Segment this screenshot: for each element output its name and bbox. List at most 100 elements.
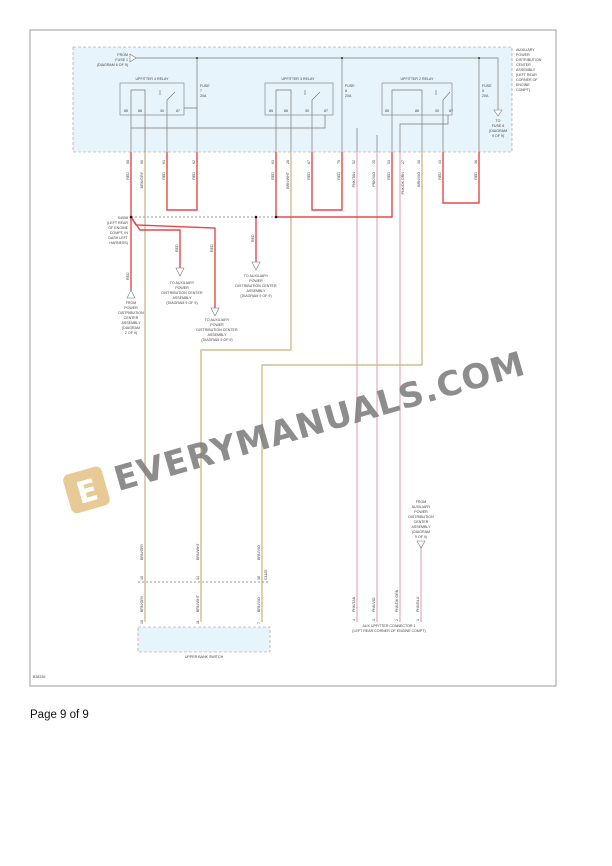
svg-text:FROM: FROM: [126, 301, 137, 305]
svg-text:RED: RED: [387, 172, 391, 180]
svg-text:BRN/WHT: BRN/WHT: [196, 542, 200, 560]
svg-text:RED: RED: [162, 172, 166, 180]
svg-text:(DIAGRAM 9 OF 9): (DIAGRAM 9 OF 9): [201, 338, 232, 342]
svg-text:BRN/WHT: BRN/WHT: [196, 594, 200, 612]
page-number: Page 9 of 9: [30, 709, 89, 721]
svg-text:RED: RED: [474, 172, 478, 180]
svg-text:CORNER OF: CORNER OF: [516, 78, 538, 82]
svg-text:87: 87: [449, 109, 453, 113]
svg-text:POWER: POWER: [175, 286, 189, 290]
svg-text:PNK/VIO: PNK/VIO: [372, 172, 376, 187]
svg-text:C1125: C1125: [264, 570, 268, 580]
svg-text:COMPT, IN: COMPT, IN: [110, 231, 129, 235]
svg-text:61: 61: [162, 160, 166, 164]
svg-text:52: 52: [352, 160, 356, 164]
svg-text:RED: RED: [307, 172, 311, 180]
internal-wiring: [130, 115, 444, 152]
svg-text:20A: 20A: [482, 94, 489, 98]
power-bus: [136, 57, 499, 110]
svg-text:(DIAGRAM: (DIAGRAM: [489, 129, 507, 133]
svg-text:4: 4: [352, 619, 356, 621]
svg-text:85: 85: [385, 109, 389, 113]
svg-text:DISTRIBUTION: DISTRIBUTION: [118, 311, 144, 315]
svg-text:30: 30: [435, 109, 439, 113]
wire-label: RED: [126, 272, 130, 280]
svg-text:38: 38: [257, 576, 261, 580]
svg-text:58: 58: [126, 160, 130, 164]
svg-text:POWER: POWER: [249, 279, 263, 283]
svg-text:BRN/VIO: BRN/VIO: [257, 597, 261, 612]
svg-text:UPFITTER 2 RELAY: UPFITTER 2 RELAY: [400, 77, 434, 81]
svg-text:85: 85: [269, 109, 273, 113]
svg-text:BRN/GRY: BRN/GRY: [140, 543, 144, 560]
svg-text:3: 3: [372, 619, 376, 621]
svg-text:BRN/VIO: BRN/VIO: [257, 545, 261, 560]
svg-text:UPFITTER 4 RELAY: UPFITTER 4 RELAY: [135, 77, 169, 81]
svg-text:FUSE 1: FUSE 1: [115, 58, 128, 62]
svg-text:DISTRIBUTION: DISTRIBUTION: [516, 58, 542, 62]
svg-text:PNK/BLU: PNK/BLU: [416, 596, 420, 612]
svg-text:87: 87: [324, 109, 328, 113]
svg-text:FROM: FROM: [117, 53, 128, 57]
svg-text:20A: 20A: [345, 94, 352, 98]
svg-text:FUSE 6: FUSE 6: [492, 124, 505, 128]
svg-text:UPPER BANK SWITCH: UPPER BANK SWITCH: [185, 655, 224, 659]
svg-text:40: 40: [140, 576, 144, 580]
svg-text:86: 86: [284, 109, 288, 113]
inline-connector: BRN/GRY BRN/WHT BRN/VIO 40 34 38 C1125 B…: [138, 542, 270, 612]
svg-text:30: 30: [305, 109, 309, 113]
svg-text:(DIAGRAM 6 OF 9): (DIAGRAM 6 OF 9): [97, 63, 128, 67]
svg-text:TO AUXILIARY: TO AUXILIARY: [170, 281, 195, 285]
to-fuse-arrow-icon: [493, 109, 503, 117]
svg-text:(DIAGRAM 9 OF 9): (DIAGRAM 9 OF 9): [166, 301, 197, 305]
svg-text:9 OF 9): 9 OF 9): [415, 535, 427, 539]
svg-text:ASSEMBLY: ASSEMBLY: [172, 296, 192, 300]
svg-text:BRN/WHT: BRN/WHT: [286, 171, 290, 189]
svg-text:(LEFT REAR CORNER OF ENGINE CO: (LEFT REAR CORNER OF ENGINE COMPT): [352, 629, 425, 633]
svg-text:7: 7: [257, 622, 261, 624]
upfitter-4-relay: UPFITTER 4 RELAY 85 86 30 87: [119, 77, 197, 116]
svg-text:AUXILIARY: AUXILIARY: [412, 505, 431, 509]
svg-text:86: 86: [138, 109, 142, 113]
svg-text:86: 86: [415, 109, 419, 113]
svg-text:PNK/DK GRN: PNK/DK GRN: [401, 172, 405, 195]
svg-text:POWER: POWER: [210, 323, 224, 327]
svg-text:POWER: POWER: [516, 53, 530, 57]
svg-text:FUSE: FUSE: [345, 84, 355, 88]
svg-text:8: 8: [345, 89, 347, 93]
svg-text:ASSEMBLY: ASSEMBLY: [516, 68, 536, 72]
svg-text:S4958: S4958: [118, 216, 128, 220]
svg-text:DASH LEFT: DASH LEFT: [108, 236, 129, 240]
upfitter-3-relay: UPFITTER 3 RELAY 85 86 30 87: [131, 77, 334, 129]
splice-node: [254, 215, 258, 219]
svg-text:AUXILIARY: AUXILIARY: [516, 48, 535, 52]
svg-text:20A: 20A: [200, 94, 207, 98]
svg-text:CENTER: CENTER: [516, 63, 531, 67]
source-fuse-1: FROM FUSE 1 (DIAGRAM 6 OF 9): [97, 53, 137, 67]
svg-text:62: 62: [192, 160, 196, 164]
fuse-8: FUSE 8 20A: [341, 57, 355, 152]
svg-text:ENGINE: ENGINE: [516, 83, 530, 87]
svg-text:FROM: FROM: [416, 500, 427, 504]
svg-text:(DIAGRAM: (DIAGRAM: [412, 530, 430, 534]
svg-text:CENTER: CENTER: [414, 520, 429, 524]
to-apdc-1: TO AUXILIARY POWER DISTRIBUTION CENTER A…: [161, 267, 203, 305]
aux-pdc-box: [72, 46, 513, 153]
assembly-label: AUXILIARY POWER DISTRIBUTION CENTER ASSE…: [516, 48, 542, 92]
wire-label: RED: [251, 234, 255, 242]
svg-text:UPFITTER 3 RELAY: UPFITTER 3 RELAY: [281, 77, 315, 81]
svg-text:60: 60: [140, 160, 144, 164]
svg-text:2: 2: [395, 619, 399, 621]
svg-text:CENTER: CENTER: [124, 316, 139, 320]
svg-text:TO AUXILIARY: TO AUXILIARY: [205, 318, 230, 322]
svg-text:PNK/TAN: PNK/TAN: [352, 172, 356, 188]
upper-bank-switch: 10 11 7 UPPER BANK SWITCH: [137, 620, 271, 659]
figure-id: B38335: [33, 675, 45, 679]
svg-text:BRN/VIO: BRN/VIO: [417, 172, 421, 187]
svg-text:9 OF 9): 9 OF 9): [492, 134, 504, 138]
svg-text:FUSE: FUSE: [482, 84, 492, 88]
svg-text:5: 5: [482, 89, 484, 93]
svg-text:RED: RED: [271, 172, 275, 180]
svg-text:63: 63: [271, 160, 275, 164]
splice-node: [129, 215, 133, 219]
